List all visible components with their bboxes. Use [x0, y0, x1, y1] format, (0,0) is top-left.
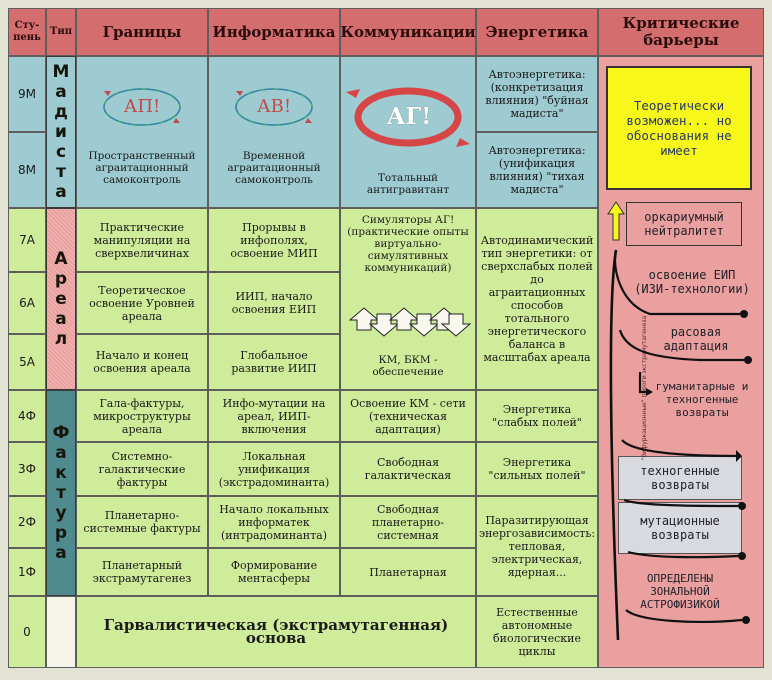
level-7a: 7А — [8, 208, 46, 272]
level-5a: 5А — [8, 334, 46, 390]
areal-borders-6a: Теоретическое освоение Уровней ареала — [76, 272, 208, 334]
madista-informatics-text: Временной аграитационный самоконтроль — [227, 150, 321, 186]
energy-9m: Автоэнергетика: (конкретизация влияния) … — [476, 56, 598, 132]
header-type: Тип — [46, 8, 76, 56]
barrier-technogenic: техногенные возвраты — [618, 456, 742, 500]
level-0: 0 — [8, 596, 46, 668]
madista-communications-text: Тотальный антигравитант — [366, 172, 450, 196]
level-3f: 3Ф — [8, 442, 46, 496]
barrier-zonal: ОПРЕДЕЛЕНЫ ЗОНАЛЬНОЙ АСТРОФИЗИКОЙ — [640, 571, 720, 611]
faktura-borders-1f: Планетарный экстрамутагенез — [76, 548, 208, 596]
type-letter: т — [56, 483, 66, 503]
areal-borders-7a: Практические манипуляции на сверхвеличин… — [76, 208, 208, 272]
faktura-borders-3f: Системно-галактические фактуры — [76, 442, 208, 496]
header-communications: Коммуникации — [340, 8, 476, 56]
level-8m: 8М — [8, 132, 46, 208]
areal-comm-top: Симуляторы АГ! (практические опыты вирту… — [347, 214, 469, 274]
type-zero — [46, 596, 76, 668]
zero-energy: Естественные автономные биологические ци… — [476, 596, 598, 668]
areal-info-6a: ИИП, начало освоения ЕИП — [208, 272, 340, 334]
header-informatics: Информатика — [208, 8, 340, 56]
type-letter: А — [54, 249, 68, 269]
header-barriers: Критические барьеры — [598, 8, 764, 56]
type-letter: е — [55, 289, 67, 309]
type-letter: а — [55, 309, 67, 329]
level-2f: 2Ф — [8, 496, 46, 548]
barrier-mutation: мутационные возвраты — [618, 502, 742, 554]
type-letter: а — [55, 182, 67, 202]
faktura-comm-4f: Освоение КМ - сети (техническая адаптаци… — [340, 390, 476, 442]
type-letter: а — [55, 543, 67, 563]
madista-borders-text: Пространственный аграитационный самоконт… — [88, 150, 196, 186]
type-letter: т — [56, 162, 66, 182]
faktura-info-1f: Формирование ментасферы — [208, 548, 340, 596]
faktura-comm-2f: Свободная планетарно-системная — [340, 496, 476, 548]
type-letter: р — [54, 269, 68, 289]
faktura-borders-4f: Гала-фактуры, микроструктуры ареала — [76, 390, 208, 442]
type-letter: л — [54, 329, 68, 349]
areal-info-5a: Глобальное развитие ИИП — [208, 334, 340, 390]
type-letter: д — [54, 102, 68, 122]
barrier-race: расовая адаптация — [663, 325, 729, 353]
faktura-info-4f: Инфо-мутации на ареал, ИИП-включения — [208, 390, 340, 442]
level-6a: 6А — [8, 272, 46, 334]
areal-info-7a: Прорывы в инфополях, освоение МИП — [208, 208, 340, 272]
ag-label: АГ! — [386, 103, 432, 130]
header-level: Сту- пень — [8, 8, 46, 56]
faktura-comm-1f: Планетарная — [340, 548, 476, 596]
energy-8m: Автоэнергетика: (унификация влияния) "ти… — [476, 132, 598, 208]
faktura-info-3f: Локальная унификация (экстрадоминанта) — [208, 442, 340, 496]
type-letter: у — [55, 503, 67, 523]
faktura-comm-3f: Свободная галактическая — [340, 442, 476, 496]
type-letter: и — [55, 122, 67, 142]
level-1f: 1Ф — [8, 548, 46, 596]
faktura-borders-2f: Планетарно-системные фактуры — [76, 496, 208, 548]
type-letter: М — [52, 62, 70, 82]
av-label: АВ! — [256, 96, 292, 117]
areal-comm-bottom: КМ, БКМ - обеспечение — [372, 354, 444, 378]
barrier-theory: Теоретически возможен... но обоснования … — [606, 66, 752, 190]
areal-communications — [340, 208, 476, 390]
type-letter: Ф — [52, 423, 70, 443]
level-4f: 4Ф — [8, 390, 46, 442]
header-borders: Границы — [76, 8, 208, 56]
barrier-orcarium: оркариумный нейтралитет — [626, 202, 742, 246]
faktura-energy-21f: Паразитирующая энергозависимость: теплов… — [476, 496, 598, 596]
type-letter: р — [54, 523, 68, 543]
type-letter: с — [55, 142, 67, 162]
faktura-energy-3f: Энергетика "сильных полей" — [476, 442, 598, 496]
type-letter: к — [55, 463, 67, 483]
areal-energy: Автодинамический тип энергетики: от свер… — [476, 208, 598, 390]
madista-informatics — [208, 56, 340, 208]
areal-borders-5a: Начало и конец освоения ареала — [76, 334, 208, 390]
header-energetics: Энергетика — [476, 8, 598, 56]
type-letter: а — [55, 82, 67, 102]
barrier-eip: освоение ЕИП (ИЗИ-технологии) — [634, 268, 750, 296]
ap-label: АП! — [123, 96, 161, 117]
madista-borders — [76, 56, 208, 208]
zero-main: Гарвалистическая (экстрамутагенная) осно… — [76, 596, 476, 668]
barrier-humanitarian: гуманитарные и техногенные возвраты — [655, 379, 749, 419]
level-9m: 9М — [8, 56, 46, 132]
type-letter: а — [55, 443, 67, 463]
faktura-energy-4f: Энергетика "слабых полей" — [476, 390, 598, 442]
barrier-vertical: "бифуркационные" пороги экстрамутагенеза — [641, 315, 648, 461]
faktura-info-2f: Начало локальных информатек (интрадомина… — [208, 496, 340, 548]
